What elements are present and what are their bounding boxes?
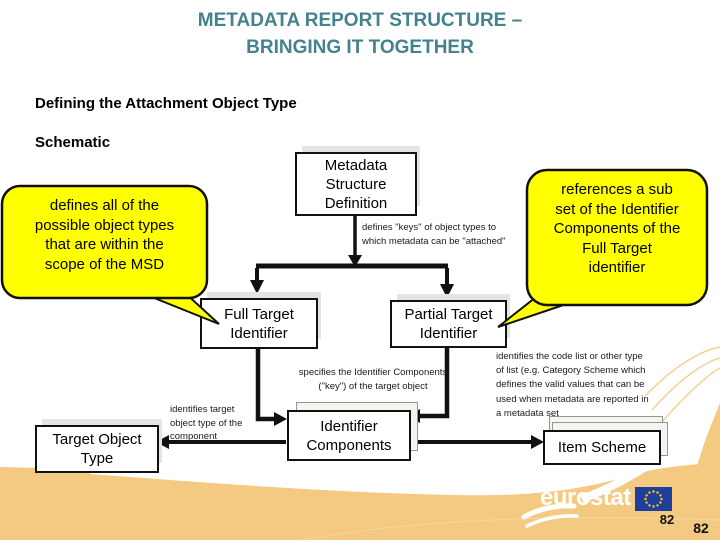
annotation-identifies-target: identifies target object type of the com…	[170, 404, 243, 442]
eu-flag-icon	[634, 487, 672, 511]
box-item-scheme-label: Item Scheme	[557, 439, 647, 456]
callout-defines-object-types: defines all of the possible object types…	[0, 183, 235, 333]
section-label: Schematic	[35, 134, 111, 151]
box-metadata-structure-definition-label: Metadata Structure Definition	[324, 156, 388, 212]
box-metadata-structure-definition: Metadata Structure Definition	[295, 152, 417, 216]
page-number-corner: 82	[693, 520, 709, 536]
annotation-code-list: identifies the code list or other type o…	[496, 351, 649, 419]
callout-left-text: defines all of the possible object types…	[34, 197, 175, 273]
callout-references-subset: references a sub set of the Identifier C…	[490, 165, 720, 340]
callout-right-text: references a sub set of the Identifier C…	[553, 181, 681, 276]
eurostat-logo: eurostat	[540, 485, 672, 511]
box-item-scheme: Item Scheme	[543, 430, 661, 465]
box-partial-target-identifier-label: Partial Target Identifier	[404, 306, 493, 342]
box-identifier-components: Identifier Components	[287, 410, 411, 461]
eurostat-logo-text: eurostat	[540, 484, 631, 511]
box-target-object-type-label: Target Object Type	[52, 431, 142, 467]
box-full-target-identifier: Full Target Identifier	[200, 298, 318, 349]
page-number-under-flag: 82	[659, 512, 675, 527]
subtitle: Defining the Attachment Object Type	[35, 95, 297, 112]
annotation-defines-keys: defines "keys" of object types to which …	[362, 222, 506, 247]
box-identifier-components-label: Identifier Components	[306, 417, 392, 454]
callout-left-bubble	[0, 184, 220, 325]
slide-title: METADATA REPORT STRUCTURE – BRINGING IT …	[0, 7, 720, 61]
callout-right-bubble	[497, 168, 709, 328]
annotation-specifies-components: specifies the Identifier Components ("ke…	[298, 367, 448, 392]
box-full-target-identifier-label: Full Target Identifier	[224, 305, 294, 342]
box-target-object-type: Target Object Type	[35, 425, 159, 473]
title-line-1: METADATA REPORT STRUCTURE –	[197, 10, 523, 31]
box-partial-target-identifier: Partial Target Identifier	[390, 300, 507, 348]
title-line-2: BRINGING IT TOGETHER	[246, 37, 474, 58]
